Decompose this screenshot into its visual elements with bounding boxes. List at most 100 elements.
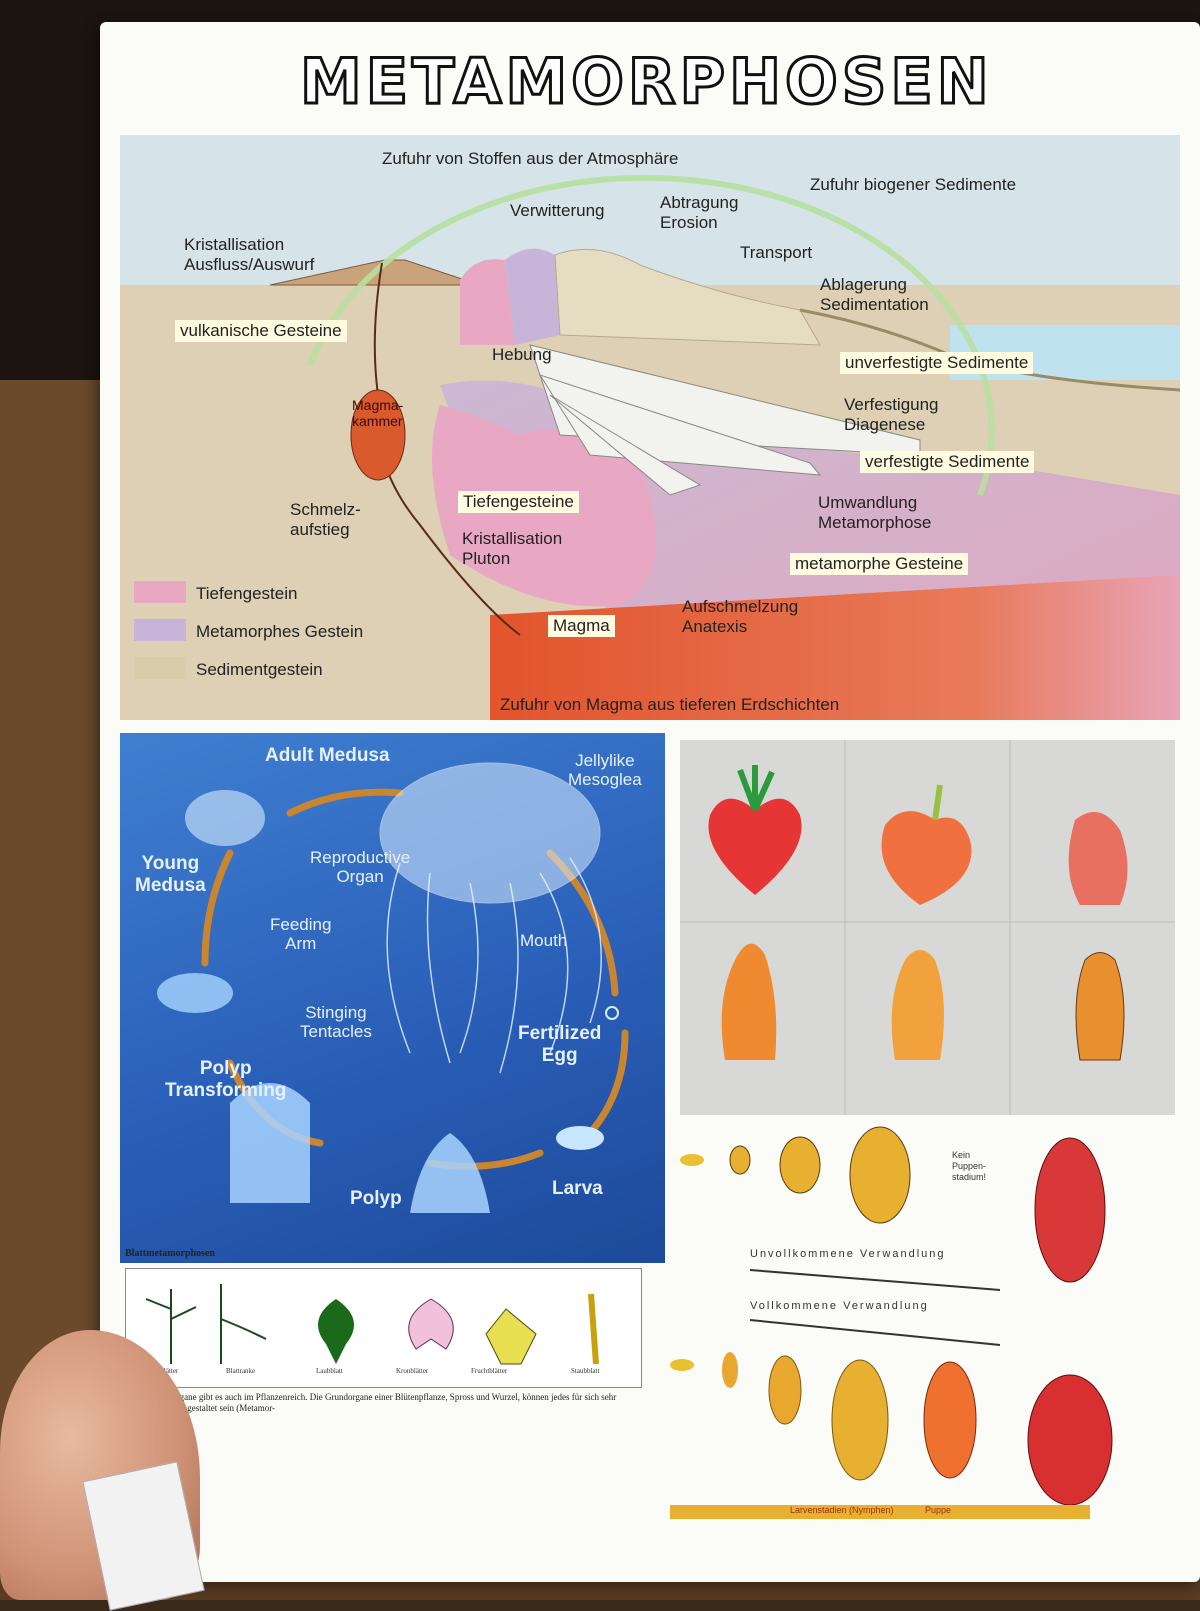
magma-chamber xyxy=(350,389,406,481)
label-volcanic-rocks: vulkanische Gesteine xyxy=(175,320,347,342)
larva-2 xyxy=(768,1355,802,1425)
caption-4: Kronblätter xyxy=(396,1367,429,1375)
metamorphosis-grid-panel xyxy=(680,740,1175,1115)
label-crystallization: Kristallisation Ausfluss/Auswurf xyxy=(184,235,315,274)
sky xyxy=(120,135,1180,285)
egg-2 xyxy=(670,1359,694,1371)
label-uplift: Hebung xyxy=(492,345,552,364)
label-biogenic: Zufuhr biogener Sedimente xyxy=(810,175,1017,194)
label-incomplete-metamorphosis: Unvollkommene Verwandlung xyxy=(750,1248,946,1260)
larva-3 xyxy=(831,1359,889,1481)
label-magma: Magma xyxy=(548,615,615,637)
label-feeding-arm: Feeding Arm xyxy=(270,915,332,953)
label-stinging-tentacles: Stinging Tentacles xyxy=(300,1003,372,1041)
larva-1 xyxy=(722,1352,738,1388)
rock-cycle-panel: Zufuhr von Stoffen aus der Atmosphäre Ve… xyxy=(120,135,1180,720)
label-metamorphic-rocks: metamorphe Gesteine xyxy=(790,553,969,575)
leaf-section-heading: Blattmetamorphosen xyxy=(125,1248,215,1259)
label-mesoglea: Jellylike Mesoglea xyxy=(568,751,642,789)
polyp-colony xyxy=(230,1083,310,1203)
legend-swatch-metamorphic xyxy=(134,619,186,641)
stamen xyxy=(588,1293,599,1365)
label-erosion: Abtragung Erosion xyxy=(660,193,739,232)
adult-medusa-tentacles xyxy=(386,857,602,1074)
magma-zone xyxy=(490,575,1180,720)
caption-6: Staubblatt xyxy=(571,1367,600,1375)
mountain-purple xyxy=(505,248,560,345)
nymph-2 xyxy=(779,1136,821,1194)
legend-label-sediment: Sedimentgestein xyxy=(196,660,323,679)
label-deep-magma: Zufuhr von Magma aus tieferen Erdschicht… xyxy=(500,695,840,714)
caption-5: Fruchtblätter xyxy=(471,1367,508,1375)
legend-swatch-sediment xyxy=(134,657,186,679)
cycle-arrow-3 xyxy=(586,1029,629,1137)
adult-cockroach-2 xyxy=(1027,1374,1113,1506)
polyp-single xyxy=(410,1133,490,1213)
fertilized-egg-shape xyxy=(605,1006,619,1020)
label-polyp-transforming: Polyp Transforming xyxy=(165,1058,287,1101)
label-no-pupa: Kein Puppen- stadium! xyxy=(952,1150,987,1182)
label-melt-rise: Schmelz- aufstieg xyxy=(290,500,361,539)
caption-3: Laubblatt xyxy=(316,1367,343,1375)
heart-strawberry xyxy=(708,798,802,895)
insect-metamorphosis-panel: Kein Puppen- stadium! Unvollkommene Verw… xyxy=(670,1120,1180,1540)
uplift-arrows xyxy=(529,344,921,496)
label-larval-stages: Larvenstadien (Nymphen) xyxy=(790,1505,894,1515)
cat-tiger-light xyxy=(891,950,944,1060)
legend-swatch-plutonic xyxy=(134,581,186,603)
larva-shape xyxy=(556,1126,604,1150)
legend-label-metamorphic: Metamorphes Gestein xyxy=(196,622,364,641)
caption-2: Blattranke xyxy=(226,1367,256,1375)
label-diagenesis: Verfestigung Diagenese xyxy=(844,395,939,434)
heart-leaves xyxy=(737,765,775,812)
label-plutonic-rocks: Tiefengesteine xyxy=(458,491,579,513)
legend-label-plutonic: Tiefengestein xyxy=(196,584,298,603)
nymph-1 xyxy=(729,1145,751,1175)
young-medusa xyxy=(185,790,265,846)
arrow-complete xyxy=(749,1319,1001,1346)
label-complete-metamorphosis: Vollkommene Verwandlung xyxy=(750,1300,929,1312)
label-consolidated: verfestigte Sedimente xyxy=(860,451,1035,473)
label-anatexis: Aufschmelzung Anatexis xyxy=(682,597,799,636)
heart-tiger-drawings xyxy=(680,740,1175,1115)
label-polyp: Polyp xyxy=(350,1188,402,1209)
label-weathering: Verwitterung xyxy=(510,201,605,220)
polyp-transforming-shape xyxy=(157,973,233,1013)
label-unconsolidated: unverfestigte Sedimente xyxy=(840,352,1034,374)
egg-1 xyxy=(680,1154,704,1166)
label-magma-chamber: Magma- kammer xyxy=(352,397,404,429)
label-deposition: Ablagerung Sedimentation xyxy=(820,275,929,314)
mountain-pink xyxy=(460,259,515,345)
cat-orange xyxy=(721,943,777,1060)
pupa-shape xyxy=(923,1361,977,1479)
label-fertilized-egg: Fertilized Egg xyxy=(518,1023,602,1066)
nymph-3 xyxy=(849,1126,911,1224)
poster-title: METAMORPHOSEN xyxy=(299,44,993,120)
flower-petals xyxy=(408,1298,454,1350)
leaf-description: Homologe Organe gibt es auch im Pflanzen… xyxy=(130,1392,617,1413)
arrow-incomplete xyxy=(749,1269,1001,1291)
heart-apple xyxy=(881,811,972,905)
label-larva: Larva xyxy=(552,1178,603,1199)
blob-cat xyxy=(1068,812,1128,905)
fruit-leaves xyxy=(485,1308,537,1365)
label-atmosphere: Zufuhr von Stoffen aus der Atmosphäre xyxy=(382,149,679,168)
label-reproductive-organ: Reproductive Organ xyxy=(310,848,411,886)
label-transport: Transport xyxy=(740,243,813,262)
label-mouth: Mouth xyxy=(520,931,568,950)
label-young-medusa: Young Medusa xyxy=(135,853,206,896)
leaf-tendril xyxy=(221,1284,266,1364)
label-pupa: Puppe xyxy=(925,1505,952,1515)
cycle-arrow-6 xyxy=(201,849,234,967)
leaf-foliage xyxy=(318,1299,354,1364)
label-metamorphosis: Umwandlung Metamorphose xyxy=(818,493,932,532)
jellyfish-lifecycle-panel: Adult Medusa Jellylike Mesoglea Young Me… xyxy=(120,733,665,1263)
adult-medusa-bell xyxy=(379,762,601,904)
adult-cockroach-1 xyxy=(1034,1137,1106,1283)
label-pluton: Kristallisation Pluton xyxy=(462,529,563,568)
leaf-metamorphosis-panel: Kronblätter Blattranke Laubblatt Kronblä… xyxy=(125,1268,642,1388)
stages-bar xyxy=(670,1505,1090,1519)
mountain-beige xyxy=(554,248,821,346)
jellyfish-drawing xyxy=(157,762,629,1213)
leaf-drawings xyxy=(145,1284,599,1365)
